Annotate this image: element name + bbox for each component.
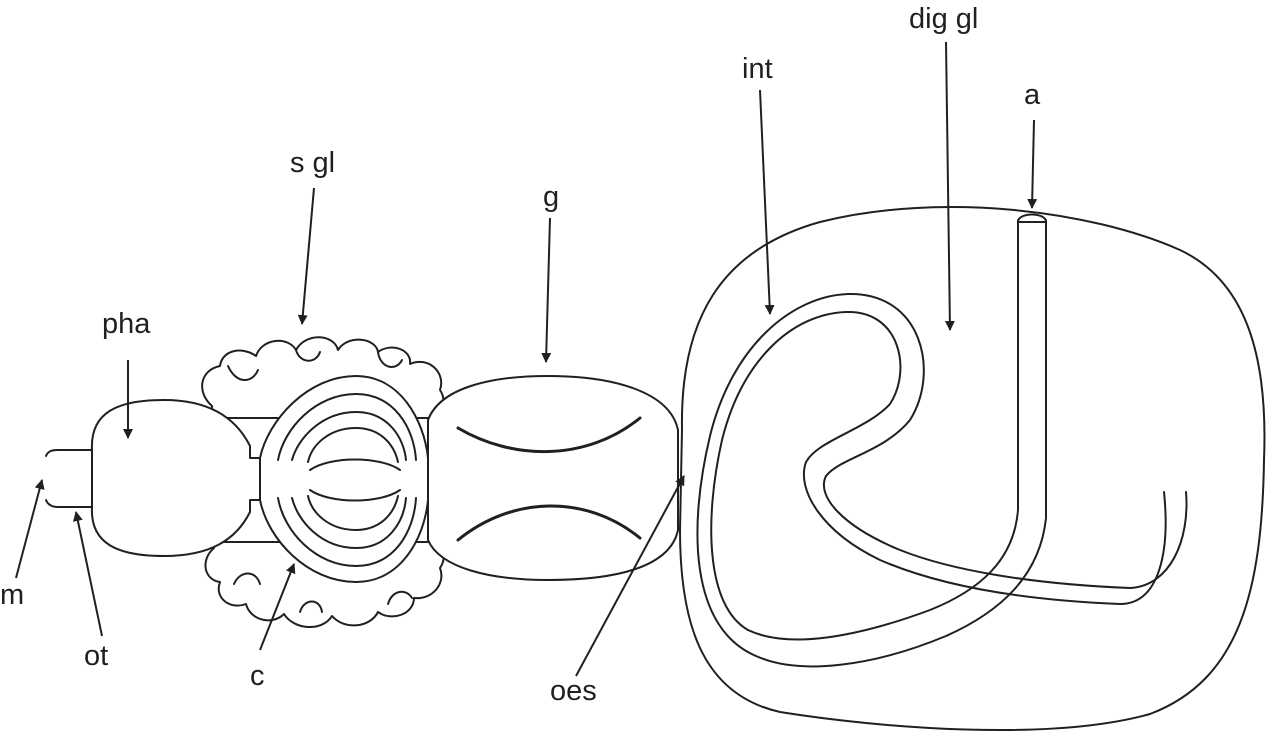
arrow-int: [759, 89, 775, 315]
oral-tube: [45, 449, 93, 508]
digestive-gland: [679, 206, 1266, 731]
label-oes: oes: [550, 675, 597, 707]
label-ot: ot: [84, 640, 108, 672]
label-pha: pha: [102, 308, 151, 340]
label-m: m: [0, 579, 24, 611]
arrow-m: [15, 479, 45, 579]
intestine: [696, 213, 1188, 668]
label-int: int: [742, 53, 773, 85]
label-dig-gl: dig gl: [909, 3, 978, 35]
labels: m ot pha s gl c g oes int dig gl a: [0, 3, 1041, 707]
arrow-dig-gl: [944, 41, 955, 331]
label-g: g: [543, 181, 559, 213]
arrow-s-gl: [297, 187, 315, 325]
arrow-oes: [575, 475, 685, 677]
arrow-c: [259, 563, 296, 651]
leader-arrows: [15, 41, 1038, 677]
arrow-ot: [72, 511, 103, 637]
label-c: c: [250, 660, 265, 692]
label-a: a: [1024, 79, 1041, 111]
pharynx: [90, 399, 269, 557]
arrow-g: [541, 217, 552, 363]
arrow-a: [1027, 119, 1038, 209]
label-s-gl: s gl: [290, 147, 335, 179]
gizzard: [427, 375, 679, 581]
